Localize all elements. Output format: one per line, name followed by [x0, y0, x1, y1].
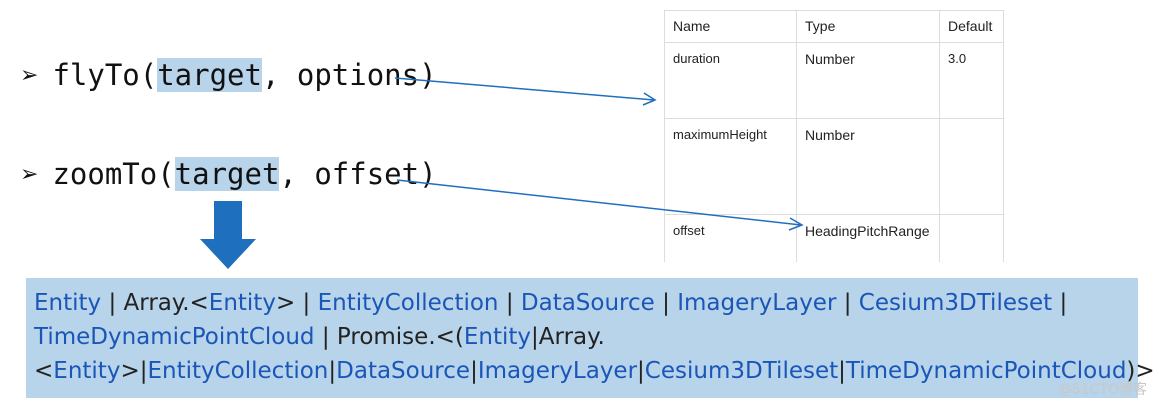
zoomto-signature: ➢ zoomTo(target, offset) [20, 157, 437, 191]
flyto-suffix: , options) [261, 58, 437, 92]
table-row: maximumHeight Number [664, 118, 1004, 216]
type-separator: |Array.< [34, 324, 605, 384]
type-link[interactable]: EntityCollection [317, 290, 499, 316]
flyto-prefix: flyTo( [52, 58, 158, 92]
zoomto-suffix: , offset) [279, 157, 437, 191]
type-separator: | [1052, 290, 1068, 316]
type-link[interactable]: ImageryLayer [677, 290, 837, 316]
header-name: Name [664, 10, 797, 43]
type-separator: | [328, 358, 337, 384]
type-link[interactable]: ImageryLayer [477, 358, 638, 384]
type-link[interactable]: EntityCollection [147, 358, 329, 384]
type-link[interactable]: Cesium3DTileset [644, 358, 839, 384]
param-name: maximumHeight [664, 118, 797, 216]
flyto-signature: ➢ flyTo(target, options) [20, 58, 437, 92]
param-default: 3.0 [939, 42, 1004, 119]
header-type: Type [796, 10, 940, 43]
parameter-table: Name Type Default duration Number 3.0 ma… [664, 10, 1004, 262]
type-link[interactable]: DataSource [520, 290, 655, 316]
param-default [939, 214, 1004, 262]
type-link[interactable]: Entity [208, 290, 276, 316]
type-link[interactable]: TimeDynamicPointCloud [34, 324, 315, 350]
zoomto-target-param: target [174, 157, 280, 191]
type-link[interactable]: Entity [53, 358, 121, 384]
bullet-arrow-icon: ➢ [20, 63, 39, 88]
param-name: duration [664, 42, 797, 119]
param-type-link[interactable]: HeadingPitchRange [796, 214, 940, 262]
type-separator: | Array.< [101, 290, 209, 316]
type-link[interactable]: DataSource [336, 358, 471, 384]
down-arrow-icon [200, 201, 256, 269]
target-type-list: Entity | Array.<Entity> | EntityCollecti… [26, 278, 1155, 398]
table-header-row: Name Type Default [664, 10, 1004, 43]
zoomto-prefix: zoomTo( [52, 157, 175, 191]
param-type: Number [796, 118, 940, 216]
param-name: offset [664, 214, 797, 262]
type-separator: | [836, 290, 859, 316]
type-separator: | Promise.<( [314, 324, 464, 350]
table-row: offset HeadingPitchRange [664, 214, 1004, 262]
header-default: Default [939, 10, 1004, 43]
bullet-arrow-icon: ➢ [20, 162, 39, 187]
type-separator: | [637, 358, 645, 384]
type-link[interactable]: Entity [463, 324, 532, 350]
type-separator: | [654, 290, 678, 316]
type-separator: )> [1126, 358, 1155, 384]
param-default [939, 118, 1004, 216]
type-link[interactable]: Cesium3DTileset [858, 290, 1053, 316]
table-row: duration Number 3.0 [664, 42, 1004, 119]
type-link[interactable]: Entity [34, 290, 102, 316]
type-link[interactable]: TimeDynamicPointCloud [845, 358, 1127, 384]
type-separator: > | [275, 290, 318, 316]
type-separator: | [470, 358, 478, 384]
type-separator: >| [120, 358, 148, 384]
type-separator: | [838, 358, 846, 384]
watermark: @51CTO博客 [1057, 382, 1147, 398]
flyto-target-param: target [157, 58, 262, 92]
type-separator: | [498, 290, 521, 316]
param-type: Number [796, 42, 940, 119]
